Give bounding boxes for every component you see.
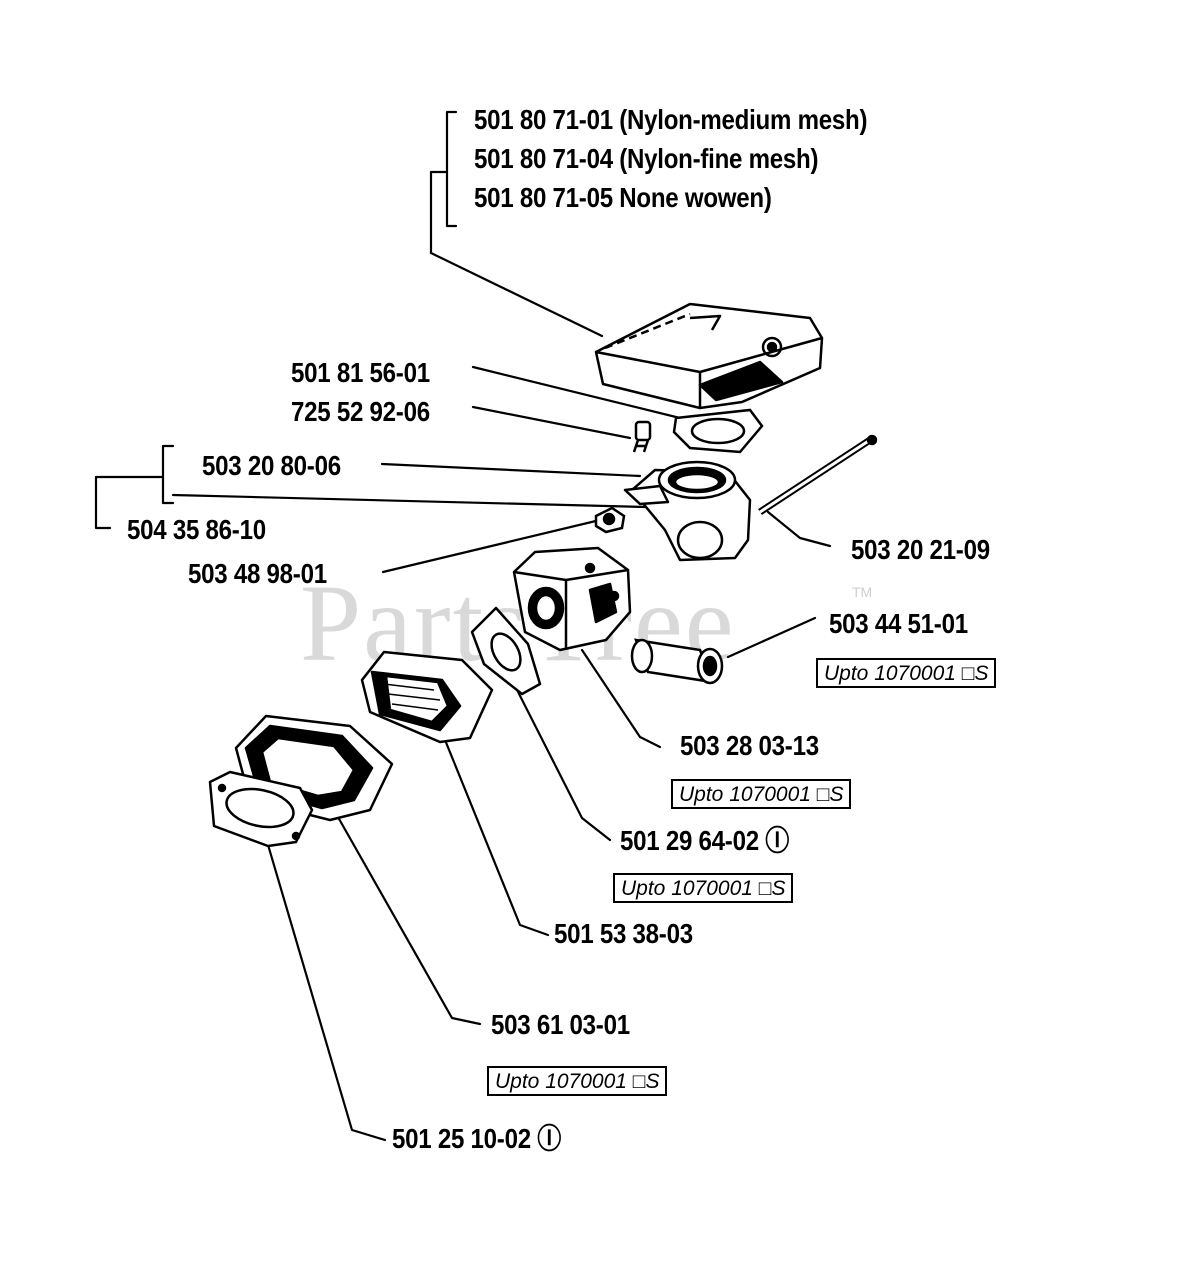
label-air-filter-medium-mesh[interactable]: 501 80 71-01 (Nylon-medium mesh)	[474, 104, 868, 135]
watermark-trademark: TM	[852, 584, 873, 600]
label-carburetor-adapter[interactable]: 503 20 80-06	[202, 450, 341, 481]
label-air-filter-non-woven[interactable]: 501 80 71-05 None wowen)	[474, 182, 772, 213]
choke-rod	[758, 434, 878, 515]
label-cylinder-gasket[interactable]: 501 25 10-02 Ⓘ	[392, 1123, 562, 1154]
label-carburetor-gasket[interactable]: 501 29 64-02 Ⓘ	[620, 825, 790, 856]
leader-screw	[471, 405, 632, 440]
label-air-filter-fine-mesh[interactable]: 501 80 71-04 (Nylon-fine mesh)	[474, 143, 819, 174]
carburetor	[512, 546, 632, 652]
label-gasket-top[interactable]: 501 81 56-01	[291, 357, 430, 388]
leader-intake-boot	[328, 801, 482, 1026]
screw	[632, 420, 652, 453]
leader-carb-gasket	[510, 678, 612, 842]
intake-piece	[360, 650, 494, 744]
air-filter-cover	[594, 302, 824, 410]
label-intake-boot[interactable]: 503 61 03-01	[491, 1009, 630, 1040]
nut	[594, 506, 626, 534]
leader-carb-adapter	[380, 462, 642, 478]
leader-nut	[381, 518, 602, 574]
label-screw[interactable]: 725 52 92-06	[291, 396, 430, 427]
carburetor-gasket	[470, 606, 542, 696]
leader-cyl-gasket	[264, 836, 387, 1142]
leader-air-filter	[429, 251, 604, 338]
bracket-kit	[94, 444, 175, 530]
label-kit[interactable]: 504 35 86-10	[127, 514, 266, 545]
label-choke-rod[interactable]: 503 20 21-09	[851, 534, 990, 565]
label-fuel-filter[interactable]: 503 44 51-01	[829, 608, 968, 639]
leader-gasket-top	[471, 365, 682, 420]
leader-intake-piece	[441, 733, 550, 937]
note-fuel-filter-serial[interactable]: Upto 1070001 □S	[816, 658, 997, 688]
label-nut[interactable]: 503 48 98-01	[188, 558, 327, 589]
leader-fuel-tube	[726, 616, 817, 659]
label-carburetor[interactable]: 503 28 03-13	[680, 730, 819, 761]
leader-kit	[171, 493, 647, 509]
note-intake-boot-serial[interactable]: Upto 1070001 □S	[487, 1066, 668, 1096]
leader-carburetor	[580, 648, 662, 749]
fuel-filter	[630, 638, 724, 685]
note-carburetor-gasket-serial[interactable]: Upto 1070001 □S	[613, 873, 794, 903]
air-filter-bracket	[429, 110, 458, 255]
cylinder-gasket	[208, 770, 314, 848]
top-gasket	[672, 408, 764, 454]
leader-rod	[766, 510, 832, 548]
label-intake-piece[interactable]: 501 53 38-03	[554, 918, 693, 949]
carburetor-adapter	[623, 460, 752, 562]
note-carburetor-serial[interactable]: Upto 1070001 □S	[671, 779, 852, 809]
